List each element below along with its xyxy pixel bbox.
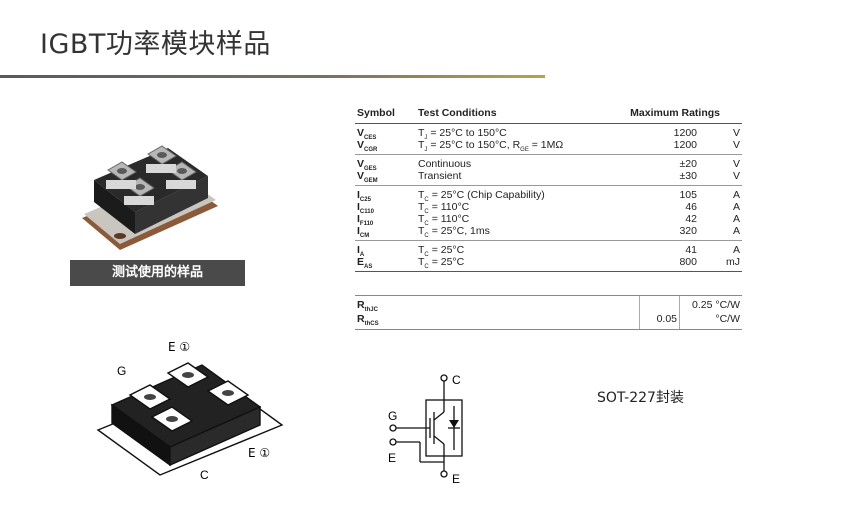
symbol-label-g: G xyxy=(388,409,397,423)
row-symbol: IC25 xyxy=(357,189,371,203)
row-unit: V xyxy=(732,170,740,182)
symbol-label-c: C xyxy=(452,373,461,387)
max-ratings-table: Symbol Test Conditions Maximum Ratings V… xyxy=(355,107,742,272)
row-symbol: VGES xyxy=(357,158,377,172)
row-symbol: IC110 xyxy=(357,201,374,215)
row-value: 41 xyxy=(685,244,697,256)
photo-caption: 测试使用的样品 xyxy=(70,260,245,286)
row-condition: TJ = 25°C to 150°C, RGE = 1MΩ xyxy=(418,139,564,153)
drawing-label-e-right: E ① xyxy=(248,446,270,460)
row-symbol: VCES xyxy=(357,127,377,141)
table-row: EAS TC = 25°C 800 mJ xyxy=(355,256,742,270)
row-typ: 0.05 xyxy=(656,313,677,325)
table-row: IF110 TC = 110°C 42 A xyxy=(355,213,742,227)
row-unit: A xyxy=(732,189,740,201)
row-symbol: IF110 xyxy=(357,213,374,227)
table-row: IC110 TC = 110°C 46 A xyxy=(355,201,742,215)
row-unit: V xyxy=(732,127,740,139)
drawing-label-e-top: E ① xyxy=(168,340,190,354)
table-group: IA TC = 25°C 41 A EAS TC = 25°C 800 mJ xyxy=(355,241,742,271)
row-value: 320 xyxy=(679,225,697,237)
row-max: °C/W xyxy=(715,313,740,325)
row-condition: TC = 25°C xyxy=(418,256,465,270)
row-value: 1200 xyxy=(673,139,697,151)
symbol-label-e-bottom: E xyxy=(452,472,460,485)
row-symbol: IA xyxy=(357,244,365,258)
row-max: 0.25 °C/W xyxy=(692,299,740,311)
thermal-row: RthJC 0.25 °C/W xyxy=(355,298,742,313)
row-unit: V xyxy=(732,139,740,151)
row-symbol: VGEM xyxy=(357,170,378,184)
page-title: IGBT功率模块样品 xyxy=(40,29,271,60)
row-value: ±20 xyxy=(679,158,697,170)
row-condition: TC = 110°C xyxy=(418,201,470,215)
row-condition: TC = 25°C, 1ms xyxy=(418,225,490,239)
row-unit: V xyxy=(732,158,740,170)
igbt-module-photo xyxy=(82,145,218,250)
igbt-circuit-symbol: C G E E xyxy=(388,373,463,485)
package-label: SOT-227封装 xyxy=(597,390,684,406)
table-row: ICM TC = 25°C, 1ms 320 A xyxy=(355,225,742,239)
row-symbol: ICM xyxy=(357,225,370,239)
row-unit: A xyxy=(732,225,740,237)
table-row: VGEM Transient ±30 V xyxy=(355,170,742,184)
row-value: 46 xyxy=(685,201,697,213)
table-row: VGES Continuous ±20 V xyxy=(355,158,742,172)
row-condition: TJ = 25°C to 150°C xyxy=(418,127,507,141)
row-condition: TC = 25°C (Chip Capability) xyxy=(418,189,545,203)
row-symbol: RthJC xyxy=(357,299,378,313)
table-row: IC25 TC = 25°C (Chip Capability) 105 A xyxy=(355,189,742,203)
thermal-table: RthJC 0.25 °C/W RthCS 0.05 °C/W xyxy=(355,295,742,330)
title-underline xyxy=(0,75,545,78)
header-conditions: Test Conditions xyxy=(418,107,497,119)
row-unit: A xyxy=(732,213,740,225)
drawing-label-c: C xyxy=(200,468,209,482)
row-condition: TC = 25°C xyxy=(418,244,465,258)
row-symbol: EAS xyxy=(357,256,373,270)
symbol-label-e-left: E xyxy=(388,451,396,465)
thermal-row: RthCS 0.05 °C/W xyxy=(355,312,742,327)
row-unit: mJ xyxy=(726,256,740,268)
table-row: VCGR TJ = 25°C to 150°C, RGE = 1MΩ 1200 V xyxy=(355,139,742,153)
row-unit: A xyxy=(732,201,740,213)
row-value: ±30 xyxy=(679,170,697,182)
row-value: 1200 xyxy=(673,127,697,139)
row-unit: A xyxy=(732,244,740,256)
table-row: VCES TJ = 25°C to 150°C 1200 V xyxy=(355,127,742,141)
drawing-label-g: G xyxy=(117,364,126,378)
package-drawing: G E ① E ① C xyxy=(96,340,284,482)
row-value: 800 xyxy=(679,256,697,268)
row-symbol: VCGR xyxy=(357,139,378,153)
table-row: IA TC = 25°C 41 A xyxy=(355,244,742,258)
row-condition: Continuous xyxy=(418,158,472,170)
header-ratings: Maximum Ratings xyxy=(630,107,720,119)
row-value: 42 xyxy=(685,213,697,225)
row-condition: TC = 110°C xyxy=(418,213,470,227)
row-value: 105 xyxy=(679,189,697,201)
header-symbol: Symbol xyxy=(357,107,395,119)
row-symbol: RthCS xyxy=(357,313,379,327)
table-header: Symbol Test Conditions Maximum Ratings xyxy=(355,107,742,123)
row-condition: Transient xyxy=(418,170,462,182)
